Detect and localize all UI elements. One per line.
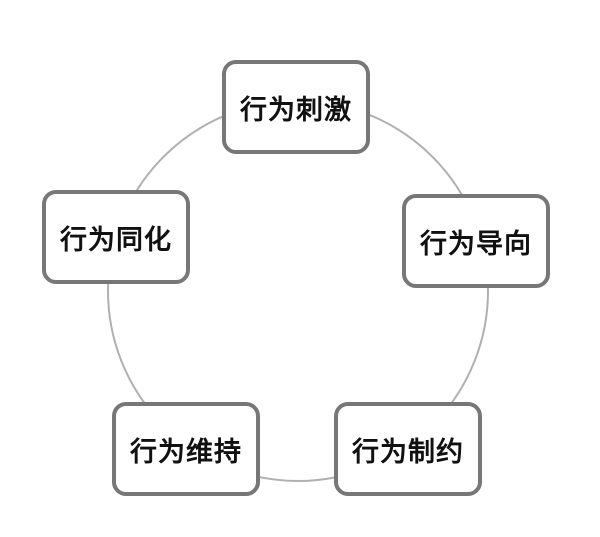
node-label: 行为维持 [130,436,242,468]
node-label: 行为制约 [352,436,464,468]
node-behavior-maintenance: 行为维持 [112,402,260,496]
node-behavior-guidance: 行为导向 [402,194,550,288]
node-label: 行为导向 [420,228,532,260]
node-behavior-assimilation: 行为同化 [42,190,190,284]
node-label: 行为同化 [60,224,172,256]
node-behavior-stimulus: 行为刺激 [222,60,370,154]
node-label: 行为刺激 [240,94,352,126]
node-behavior-constraint: 行为制约 [334,402,482,496]
